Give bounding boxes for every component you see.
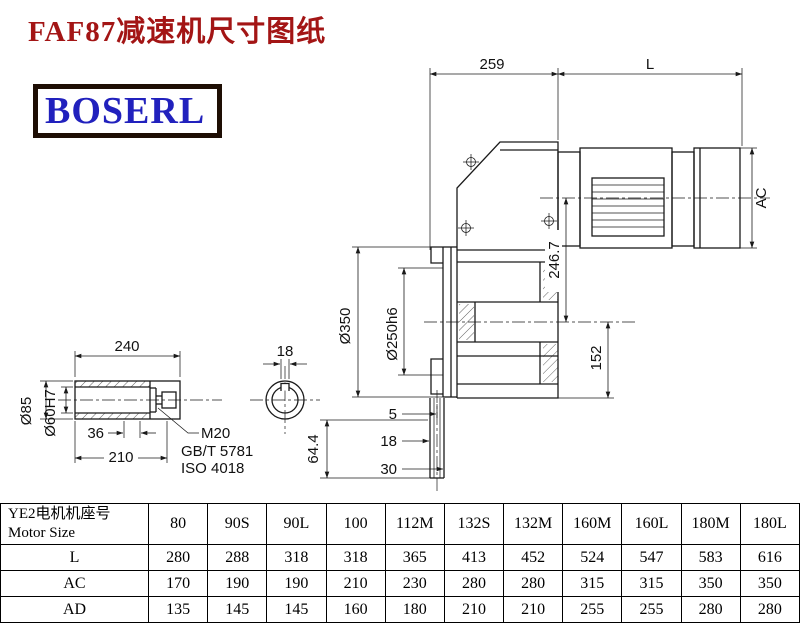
dim-240-label: 240 xyxy=(114,338,139,355)
motor-size-header: 80 xyxy=(147,503,209,545)
dim-36-label: 36 xyxy=(87,425,104,442)
dimension-drawing: 259 L AC Ø350 Ø250h6 246.7 152 5 18 30 6… xyxy=(18,56,770,494)
dim-64-label: 64.4 xyxy=(305,434,322,463)
dim-L-label: L xyxy=(646,56,654,73)
hollow-shaft-bottom-bore xyxy=(433,398,441,478)
table-row-AC: AC 170 190 190 210 230 280 280 315 315 3… xyxy=(0,570,800,597)
bolt-markers xyxy=(458,154,557,236)
cell: 318 xyxy=(325,544,386,571)
cell: 280 xyxy=(147,544,209,571)
standard-gb-label: GB/T 5781 xyxy=(181,443,253,460)
dim-210-label: 210 xyxy=(108,449,133,466)
cell: 318 xyxy=(266,544,327,571)
cell: 190 xyxy=(266,570,327,597)
centerlines xyxy=(58,197,770,494)
motor-size-header: 100 xyxy=(325,503,386,545)
cell: 350 xyxy=(739,570,800,597)
dim-5-label: 5 xyxy=(389,406,397,423)
cell: 350 xyxy=(680,570,741,597)
cell: 616 xyxy=(739,544,800,571)
thread-m20-label: M20 xyxy=(201,425,230,442)
dim-18-label: 18 xyxy=(380,433,397,450)
row-label: L xyxy=(0,544,149,571)
motor-size-header: 132S xyxy=(443,503,505,545)
motor-outline xyxy=(557,147,741,249)
cell: 230 xyxy=(384,570,445,597)
cell: 280 xyxy=(503,570,564,597)
dim-259-label: 259 xyxy=(479,56,504,73)
gearbox-housing xyxy=(456,141,559,399)
cell: 210 xyxy=(503,596,564,623)
cell: 180 xyxy=(384,596,445,623)
dim-spigot-label: Ø250h6 xyxy=(384,307,401,360)
boserl-logo: BOSERL xyxy=(33,84,222,138)
cell: 547 xyxy=(621,544,682,571)
standard-iso-label: ISO 4018 xyxy=(181,460,244,477)
motor-size-header: 160L xyxy=(621,503,682,545)
cell: 145 xyxy=(207,596,268,623)
cell: 280 xyxy=(443,570,505,597)
cell: 315 xyxy=(621,570,682,597)
cell: 365 xyxy=(384,544,445,571)
cell: 413 xyxy=(443,544,505,571)
cell: 280 xyxy=(739,596,800,623)
dim-keyway-18-label: 18 xyxy=(277,343,294,360)
header-cell-motor-size: YE2电机机座号 Motor Size xyxy=(0,503,149,545)
cell: 170 xyxy=(147,570,209,597)
shaft-end-view xyxy=(265,380,305,420)
logo-text: BOSERL xyxy=(45,90,206,132)
page-title: FAF87减速机尺寸图纸 xyxy=(28,16,327,48)
table-row-L: L 280 288 318 318 365 413 452 524 547 58… xyxy=(0,544,800,571)
hollow-shaft-bottom xyxy=(429,398,445,479)
dim-152-label: 152 xyxy=(588,345,605,370)
motor-size-header: 112M xyxy=(384,503,445,545)
table-header-row: YE2电机机座号 Motor Size 80 90S 90L 100 112M … xyxy=(0,503,800,545)
cell: 145 xyxy=(266,596,327,623)
dim-bore-60-label: Ø60H7 xyxy=(42,389,59,437)
motor-size-header: 90L xyxy=(266,503,327,545)
row-label: AD xyxy=(0,596,149,623)
cell: 210 xyxy=(325,570,386,597)
dimension-labels: 259 L AC Ø350 Ø250h6 246.7 152 5 18 30 6… xyxy=(18,56,770,478)
header-cn: YE2电机机座号 xyxy=(8,505,111,522)
cell: 135 xyxy=(147,596,209,623)
motor-size-header: 160M xyxy=(562,503,623,545)
cell: 160 xyxy=(325,596,386,623)
row-label: AC xyxy=(0,570,149,597)
dimension-lines xyxy=(43,71,755,479)
motor-size-header: 180L xyxy=(739,503,800,545)
header-en: Motor Size xyxy=(8,525,76,541)
cell: 190 xyxy=(207,570,268,597)
motor-size-table: YE2电机机座号 Motor Size 80 90S 90L 100 112M … xyxy=(0,503,800,623)
motor-size-header: 132M xyxy=(503,503,564,545)
dim-od-85-label: Ø85 xyxy=(18,397,35,425)
cell: 280 xyxy=(680,596,741,623)
motor-fins xyxy=(592,184,664,228)
hollow-shaft-detail xyxy=(74,380,181,420)
cell: 315 xyxy=(562,570,623,597)
label-backgrounds xyxy=(545,230,562,292)
cell: 288 xyxy=(207,544,268,571)
cell: 452 xyxy=(503,544,564,571)
cell: 210 xyxy=(443,596,505,623)
dim-246-label: 246.7 xyxy=(546,241,563,279)
motor-size-header: 180M xyxy=(680,503,741,545)
dim-flange-od-label: Ø350 xyxy=(337,308,354,345)
dim-AC-label: AC xyxy=(753,187,770,208)
table-row-AD: AD 135 145 145 160 180 210 210 255 255 2… xyxy=(0,596,800,623)
cell: 255 xyxy=(621,596,682,623)
cell: 255 xyxy=(562,596,623,623)
cell: 583 xyxy=(680,544,741,571)
motor-size-header: 90S xyxy=(207,503,268,545)
cell: 524 xyxy=(562,544,623,571)
dim-30-label: 30 xyxy=(380,461,397,478)
